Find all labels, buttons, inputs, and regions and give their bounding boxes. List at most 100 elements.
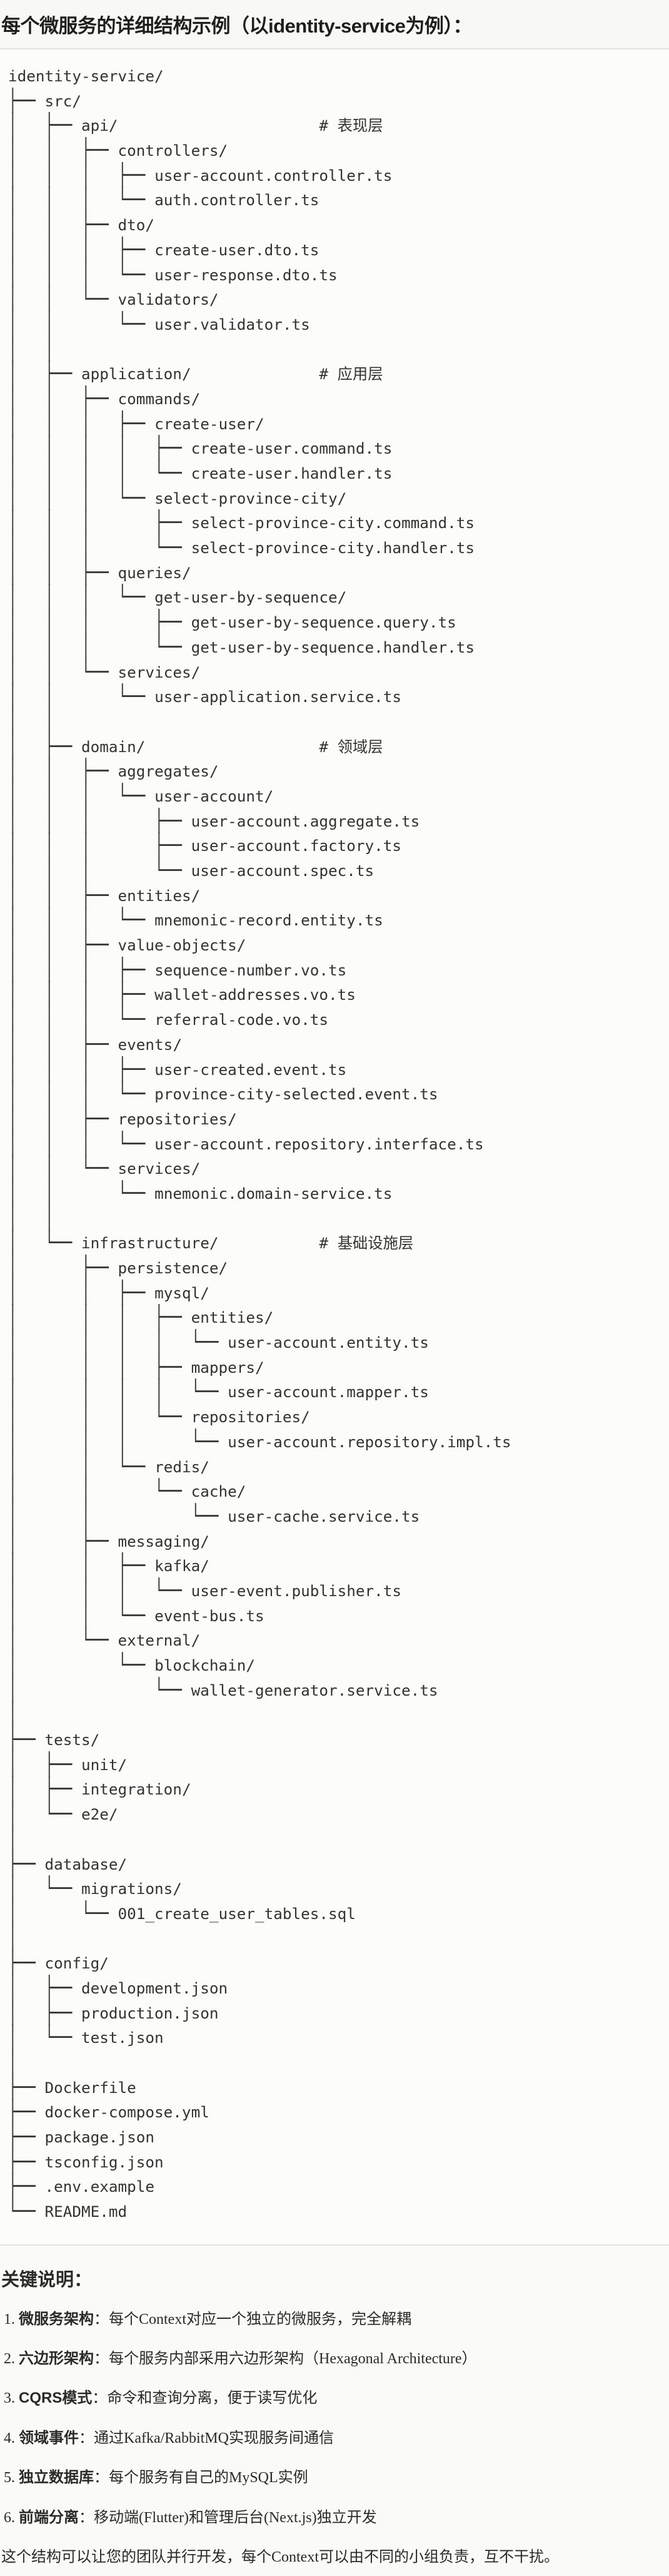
tree-line: │ │ ├── value-objects/ [8, 932, 511, 958]
tree-branch: ├── [8, 1726, 45, 1753]
tree-line: │ └── wallet-generator.service.ts [8, 1677, 511, 1703]
note-number: 5. [4, 2470, 19, 2486]
tree-line: │ └── test.json [8, 2024, 511, 2050]
tree-branch: │ │ └── [8, 286, 118, 312]
tree-line: ├── .env.example [8, 2173, 511, 2199]
folder-name: value-objects/ [118, 936, 246, 955]
folder-name: config/ [44, 1954, 109, 1973]
tree-line: │ │ └── redis/ [8, 1453, 511, 1480]
tree-branch: └── [8, 2198, 45, 2224]
folder-name: external/ [118, 1631, 201, 1650]
file-name: mnemonic.domain-service.ts [154, 1184, 393, 1203]
file-name: user-application.service.ts [154, 688, 402, 706]
folder-name: blockchain/ [154, 1656, 255, 1674]
tree-line: │ │ │ └── auth.controller.ts [8, 186, 511, 213]
tree-line: │ └── external/ [8, 1627, 511, 1653]
tree-branch: │ ├── [8, 1254, 118, 1281]
tree-branch: ├── [8, 1850, 45, 1876]
tree-line: │ │ ├── commands/ [8, 385, 511, 412]
note-separator: ： [94, 2351, 109, 2367]
tree-line: │ │ │ └── user-account.repository.interf… [8, 1130, 511, 1157]
tree-branch: │ │ [8, 335, 54, 362]
folder-name: create-user/ [154, 414, 264, 433]
tree-line: │ ├── production.json [8, 2000, 511, 2026]
tree-branch: │ │ │ └── [8, 907, 155, 933]
tree-line: │ │ │ │ └── create-user.handler.ts [8, 460, 511, 486]
tree-branch: │ │ ├── [8, 136, 118, 163]
tree-line: │ └── e2e/ [8, 1801, 511, 1827]
note-item: 2. 六边形架构：每个服务内部采用六边形架构（Hexagonal Archite… [4, 2346, 477, 2368]
tree-branch: │ │ └── [8, 1478, 191, 1504]
tree-branch: ├── [8, 2074, 45, 2100]
file-name: Dockerfile [44, 2078, 136, 2097]
tree-line: │ │ └── cache/ [8, 1478, 511, 1504]
tree-branch: │ │ │ └── [8, 1081, 155, 1107]
tree-branch: │ │ │ └── [8, 782, 155, 809]
note-number: 6. [4, 2510, 19, 2526]
tree-branch: │ │ ├── [8, 559, 118, 585]
tree-line: │ │ │ ├── user-created.event.ts [8, 1056, 511, 1082]
tree-branch: │ │ │ ├── [8, 832, 191, 858]
tree-branch: │ │ │ └── [8, 1403, 191, 1430]
tree-line: │ │ │ └── referral-code.vo.ts [8, 1006, 511, 1032]
folder-name: domain/ [81, 737, 146, 756]
tree-line: ├── tests/ [8, 1726, 511, 1753]
tree-line: │ │ │ └── select-province-city/ [8, 485, 511, 511]
note-item: 1. 微服务架构：每个Context对应一个独立的微服务，完全解耦 [4, 2306, 411, 2328]
code-block: identity-service/├── src/│ ├── api/ # 表现… [0, 49, 669, 2246]
tree-branch: ├── [8, 2148, 45, 2174]
tree-branch: │ ├── [8, 1751, 82, 1777]
folder-name: database/ [44, 1855, 128, 1873]
tree-line: │ ├── unit/ [8, 1751, 511, 1778]
tree-line: │ │ │ ├── create-user/ [8, 410, 511, 437]
tree-line: │ │ ├── events/ [8, 1031, 511, 1057]
folder-name: cache/ [191, 1482, 246, 1501]
folder-name: unit/ [81, 1755, 128, 1774]
tree-line: │ │ │ └── repositories/ [8, 1403, 511, 1430]
note-term: CQRS模式 [19, 2390, 93, 2406]
tree-line: │ │ ├── dto/ [8, 211, 511, 238]
tree-line: ├── config/ [8, 1950, 511, 1976]
tree-line: │ │ │ └── province-city-selected.event.t… [8, 1081, 511, 1107]
file-name: wallet-addresses.vo.ts [154, 985, 356, 1004]
tree-branch: │ │ ├── [8, 1279, 155, 1305]
summary-text: 这个结构可以让您的团队并行开发，每个Context可以由不同的小组负责，互不干扰… [1, 2549, 559, 2565]
tree-branch: │ │ │ ├── [8, 509, 191, 536]
note-text: 通过Kafka/RabbitMQ实现服务间通信 [94, 2430, 334, 2446]
file-name: wallet-generator.service.ts [191, 1681, 438, 1699]
note-number: 1. [4, 2311, 19, 2328]
file-name: mnemonic-record.entity.ts [154, 911, 383, 930]
folder-name: aggregates/ [118, 762, 219, 781]
tree-branch: │ [8, 1825, 18, 1851]
tree-branch: │ │ └── [8, 1155, 118, 1181]
tree-branch: ├── [8, 2099, 45, 2125]
folder-name: events/ [118, 1035, 182, 1054]
tree-line: │ └── infrastructure/ # 基础设施层 [8, 1229, 511, 1256]
notes-heading: 关键说明： [1, 2270, 93, 2290]
file-name: README.md [44, 2202, 128, 2221]
file-name: .env.example [44, 2177, 155, 2196]
tree-line: │ │ │ └── user-account.repository.impl.t… [8, 1428, 511, 1455]
file-name: development.json [81, 1978, 228, 1997]
tree-branch: │ │ └── [8, 1602, 155, 1628]
tree-line: ├── database/ [8, 1850, 511, 1877]
folder-name: repositories/ [191, 1408, 310, 1427]
file-name: user-account.mapper.ts [228, 1383, 429, 1402]
tree-line: ├── Dockerfile [8, 2074, 511, 2100]
tree-line: │ [8, 1826, 511, 1852]
directory-tree: identity-service/├── src/│ ├── api/ # 表现… [8, 64, 511, 2224]
file-name: user-response.dto.ts [154, 265, 338, 284]
tree-line: │ │ └── user.validator.ts [8, 311, 511, 337]
tree-branch: │ │ │ ├── [8, 1353, 191, 1380]
tree-branch: │ │ │ ├── [8, 236, 155, 262]
tree-branch: │ │ │ │ └── [8, 1378, 228, 1405]
note-text: 移动端(Flutter)和管理后台(Next.js)独立开发 [94, 2510, 377, 2526]
note-separator: ： [92, 2390, 108, 2406]
tree-branch: │ └── [8, 2024, 82, 2050]
tree-line: │ │ │ │ └── user-account.mapper.ts [8, 1378, 511, 1405]
layer-comment: # 表现层 [319, 116, 383, 135]
file-name: user-cache.service.ts [228, 1507, 420, 1525]
tree-branch: │ │ │ └── [8, 1006, 155, 1032]
note-number: 2. [4, 2351, 19, 2367]
file-name: user-account.controller.ts [154, 166, 393, 185]
